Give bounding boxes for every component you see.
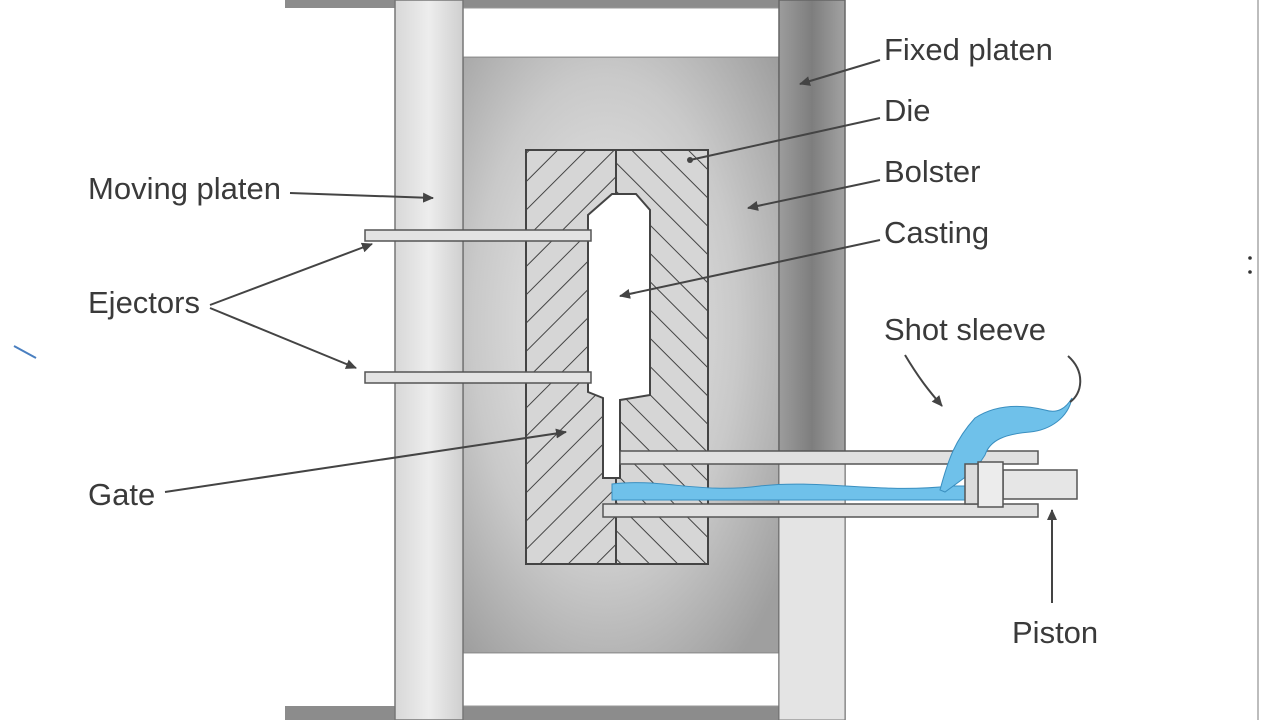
- label-bolster: Bolster: [884, 154, 980, 189]
- die-pointer-dot: [687, 157, 693, 163]
- leader-casting: [619, 239, 881, 299]
- label-gate: Gate: [88, 477, 155, 512]
- label-fixed-platen: Fixed platen: [884, 32, 1053, 67]
- stray-mark: [13, 345, 37, 359]
- piston-head: [977, 461, 1004, 508]
- piston-rod: [1002, 469, 1078, 500]
- leader-ejectors-upper: [209, 242, 373, 306]
- leader-fixed-platen: [799, 59, 881, 86]
- top-tie-bar: [285, 0, 845, 8]
- label-piston: Piston: [1012, 615, 1098, 650]
- label-casting: Casting: [884, 215, 989, 250]
- pour-stream: [1067, 355, 1082, 403]
- bolster-bottom-gap: [462, 652, 780, 707]
- piston-collar: [964, 463, 979, 505]
- bottom-tie-bar: [285, 706, 845, 720]
- molten-metal-runner: [611, 482, 976, 501]
- ejector-pin-lower: [364, 371, 592, 384]
- label-moving-platen: Moving platen: [88, 171, 281, 206]
- shot-sleeve-top-wall: [619, 450, 1039, 465]
- ejector-pin-upper: [364, 229, 592, 242]
- edge-dot-upper: [1248, 256, 1252, 260]
- leader-die: [689, 117, 881, 161]
- label-die: Die: [884, 93, 931, 128]
- label-shot-sleeve: Shot sleeve: [884, 312, 1046, 347]
- edge-dot-lower: [1248, 270, 1252, 274]
- label-ejectors: Ejectors: [88, 285, 200, 320]
- bolster-top-gap: [462, 7, 780, 58]
- shot-sleeve-bottom-wall: [602, 503, 1039, 518]
- moving-platen: [394, 0, 464, 720]
- leader-ejectors-lower: [209, 307, 357, 369]
- leader-shot-sleeve: [904, 354, 943, 407]
- casting-cavity: [587, 193, 651, 479]
- leader-moving-platen: [289, 192, 434, 203]
- leader-bolster: [747, 179, 881, 211]
- leader-gate: [164, 428, 567, 493]
